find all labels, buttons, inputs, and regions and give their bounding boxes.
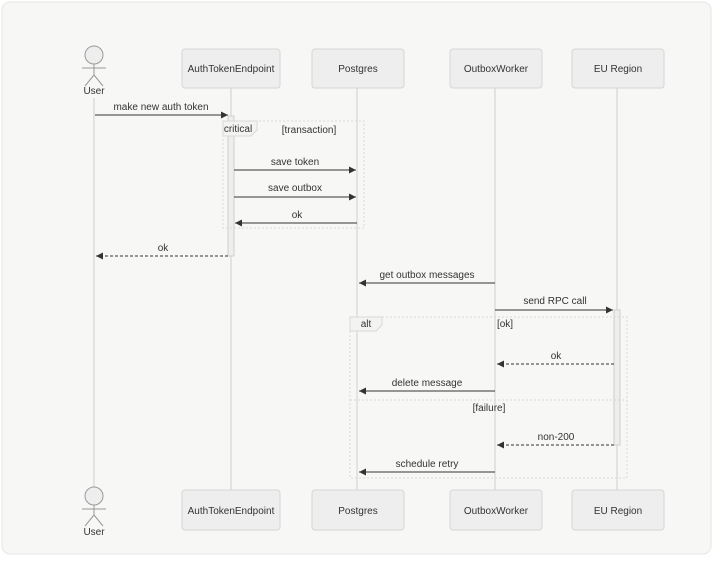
message-label: schedule retry [396, 459, 459, 470]
critical-keyword: critical [224, 124, 252, 135]
message-label: ok [292, 210, 304, 221]
participant-postgres-bottom: Postgres [311, 489, 405, 531]
message-label: get outbox messages [379, 270, 474, 281]
actor-user-bottom: User [82, 486, 106, 538]
participant-outbox-bottom: OutboxWorker [449, 489, 543, 531]
participant-label: User [83, 86, 105, 97]
message-label: save token [271, 157, 319, 168]
participant-label: OutboxWorker [464, 506, 529, 517]
activation-eu [613, 309, 621, 446]
message-save-outbox: save outbox [234, 183, 356, 201]
message-send-rpc-call: send RPC call [495, 296, 613, 314]
message-schedule-retry: schedule retry [359, 459, 495, 476]
person-icon [82, 45, 106, 87]
message-get-outbox-messages: get outbox messages [359, 270, 495, 287]
participant-outbox-top: OutboxWorker [449, 48, 543, 89]
participant-label: Postgres [338, 64, 377, 75]
participant-auth-top: AuthTokenEndpoint [181, 48, 281, 89]
participant-eu-top: EU Region [571, 48, 665, 89]
participant-label: EU Region [594, 506, 642, 517]
message-ok-user: ok [96, 243, 228, 260]
participant-label: OutboxWorker [464, 64, 529, 75]
participant-auth-bottom: AuthTokenEndpoint [181, 489, 281, 531]
actor-user-top: User [82, 45, 106, 97]
message-make-new-auth-token: make new auth token [95, 102, 228, 119]
message-label: delete message [392, 378, 463, 389]
message-label: ok [551, 351, 563, 362]
participant-label: Postgres [338, 506, 377, 517]
person-icon [82, 486, 106, 527]
message-save-token: save token [234, 157, 356, 174]
critical-fragment: critical [transaction] [222, 120, 365, 229]
participant-label: User [83, 527, 105, 538]
message-label: save outbox [268, 183, 322, 194]
participant-postgres-top: Postgres [311, 48, 405, 89]
participant-label: AuthTokenEndpoint [188, 506, 275, 517]
message-delete-message: delete message [359, 378, 495, 395]
message-label: non-200 [538, 432, 575, 443]
message-ok-eu: ok [497, 351, 614, 368]
participant-label: AuthTokenEndpoint [188, 64, 275, 75]
message-label: send RPC call [523, 296, 586, 307]
critical-condition: [transaction] [282, 125, 337, 136]
message-ok-postgres: ok [235, 210, 357, 227]
participant-label: EU Region [594, 64, 642, 75]
message-label: ok [158, 243, 170, 254]
alt-keyword: alt [361, 319, 372, 330]
participant-eu-bottom: EU Region [571, 489, 665, 531]
alt-else-condition: [failure] [473, 403, 506, 414]
alt-condition: [ok] [497, 319, 513, 330]
message-label: make new auth token [113, 102, 208, 113]
activation-auth [227, 115, 235, 257]
alt-fragment: alt [ok] [failure] [349, 316, 628, 479]
message-non-200: non-200 [497, 432, 614, 449]
